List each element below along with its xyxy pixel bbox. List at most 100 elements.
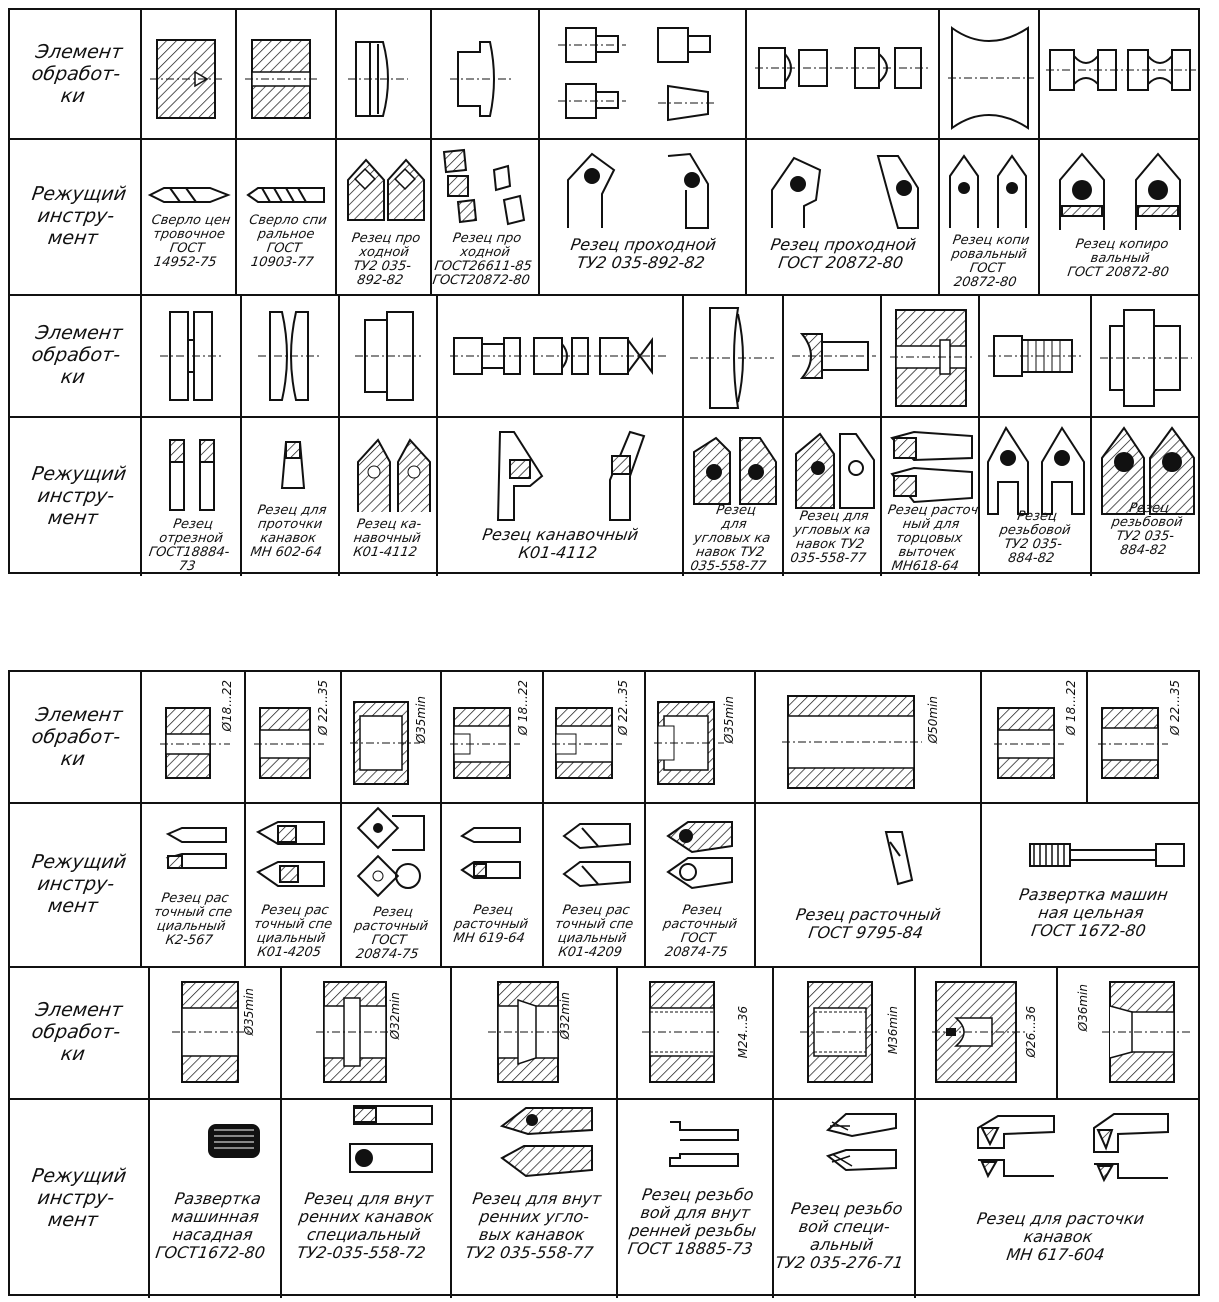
col-divider (616, 966, 618, 1298)
tool-caption: Резец для внут ренних угло- вых канавок … (464, 1189, 603, 1262)
tool-caption: Резец для угловых ка навок ТУ2 035-558-7… (689, 503, 772, 574)
tool-caption: Резец резьбо вой для внут ренней резьбы … (626, 1185, 758, 1258)
face-recess-tool-icon (890, 430, 973, 504)
col-divider (335, 10, 337, 294)
col-divider (772, 966, 774, 1298)
workpiece-drawing (1100, 309, 1192, 407)
tool-caption: Резец рас точный спе циальный К01-4205 (252, 903, 334, 960)
bore-drawing (800, 981, 880, 1083)
tool-caption: Резец для проточки канавок МН 602-64 (249, 503, 328, 560)
boring-tool-icon (884, 831, 914, 886)
col-divider (148, 966, 150, 1298)
dimension-label: Ø 18...22 (516, 680, 530, 736)
bore-drawing (316, 981, 396, 1083)
col-divider (338, 294, 340, 576)
col-divider (1056, 966, 1058, 1098)
tool-caption: Резец ка- навочный К01-4112 (352, 517, 423, 560)
dimension-label: Ø32min (558, 992, 572, 1040)
workpiece-drawing (160, 311, 224, 401)
bore-drawing (994, 707, 1064, 779)
col-divider (1086, 672, 1088, 802)
col-divider (140, 294, 142, 576)
dimension-label: Ø26...36 (1024, 1006, 1038, 1058)
col-divider (980, 672, 982, 966)
col-divider (914, 966, 916, 1298)
bore-drawing (552, 707, 622, 779)
row-divider (10, 802, 1198, 804)
bore-drawing (782, 695, 922, 789)
col-divider (140, 672, 142, 966)
centre-drill-icon (147, 187, 231, 203)
special-thread-tool-icon (825, 1113, 897, 1172)
tool-caption: Резец рас точный спе циальный К01-4209 (553, 903, 635, 960)
tool-caption: Резец копиро вальный ГОСТ 20872-80 (1066, 237, 1170, 280)
col-divider (436, 294, 438, 576)
boring-tool-icon (460, 827, 521, 879)
boring-tool-icon (255, 821, 325, 887)
table-2: Элемент обработ- ки Режущий инстру- мент… (8, 670, 1200, 1298)
grooving-tool-icon (357, 438, 431, 512)
bore-drawing (350, 701, 420, 785)
tool-caption: Резец для угловых ка навок ТУ2 035-558-7… (789, 509, 872, 566)
row-label-element: Элемент обработ- ки (30, 322, 124, 388)
col-divider (430, 10, 432, 294)
tool-caption: Сверло цен тровочное ГОСТ 14952-75 (150, 213, 232, 270)
tool-caption: Резец расточный ГОСТ 9795-84 (794, 905, 942, 942)
dimension-label: М36min (886, 1006, 900, 1055)
turning-tool-icon (442, 148, 526, 226)
boring-tool-icon (666, 821, 733, 890)
dimension-label: Ø36min (1076, 984, 1090, 1032)
machine-reamer-icon (1029, 843, 1185, 867)
turning-tool-icon (347, 158, 425, 221)
tool-caption: Резец про ходной ТУ2 035- 892-82 (350, 231, 422, 288)
col-divider (542, 672, 544, 966)
workpiece-drawing (755, 47, 931, 89)
col-divider (1090, 294, 1092, 576)
row-label-element: Элемент обработ- ки (30, 41, 124, 107)
tool-caption: Резец расточ ный для торцовых выточек МН… (886, 503, 980, 574)
col-divider (538, 10, 540, 294)
col-divider (754, 672, 756, 966)
twist-drill-icon (246, 187, 325, 203)
grooving-tool-icon (280, 441, 306, 489)
workpiece-drawing (450, 41, 512, 117)
boring-tool-icon (165, 827, 227, 869)
col-divider (938, 10, 940, 294)
grooving-tool-icon (496, 430, 646, 521)
row-divider (10, 416, 1198, 418)
tool-caption: Резец отрезной ГОСТ18884-73 (147, 517, 231, 574)
col-divider (280, 966, 282, 1298)
row-label-element: Элемент обработ- ки (30, 999, 124, 1065)
row-label-tool: Режущий инстру- мент (30, 851, 128, 917)
bore-drawing (1102, 981, 1192, 1083)
dimension-label: Ø 22...35 (1168, 680, 1182, 736)
dimension-label: Ø35min (242, 988, 256, 1036)
tool-caption: Резец расточный ГОСТ 20874-75 (353, 905, 429, 962)
tool-caption: Резец проходной ТУ2 035-892-82 (569, 235, 718, 272)
col-divider (340, 672, 342, 966)
col-divider (644, 672, 646, 966)
col-divider (745, 10, 747, 294)
parting-tool-icon (169, 439, 215, 511)
boring-tool-icon (356, 806, 425, 898)
col-divider (682, 294, 684, 576)
workpiece-drawing (245, 39, 318, 119)
tool-caption: Развертка машин ная цельная ГОСТ 1672-80 (1017, 885, 1170, 940)
tool-caption: Резец резьбовой ТУ2 035- 884-82 (998, 509, 1072, 566)
col-divider (782, 294, 784, 576)
dimension-label: Ø 22...35 (316, 680, 330, 736)
tool-caption: Резец расточный ГОСТ 20874-75 (662, 903, 738, 960)
table-1: Элемент обработ- ки Режущий инстру- мент… (8, 8, 1200, 576)
angular-groove-tool-icon (693, 436, 777, 505)
internal-thread-tool-icon (669, 1121, 739, 1167)
turning-tool-icon (771, 155, 919, 229)
col-divider (240, 294, 242, 576)
col-divider (235, 10, 237, 294)
bore-drawing (160, 707, 230, 779)
internal-groove-tool-icon (349, 1105, 433, 1173)
dimension-label: Ø18...22 (220, 680, 234, 732)
col-divider (140, 10, 142, 294)
dimension-label: Ø 22...35 (616, 680, 630, 736)
workpiece-drawing (258, 311, 322, 401)
workpiece-drawing (948, 26, 1034, 130)
